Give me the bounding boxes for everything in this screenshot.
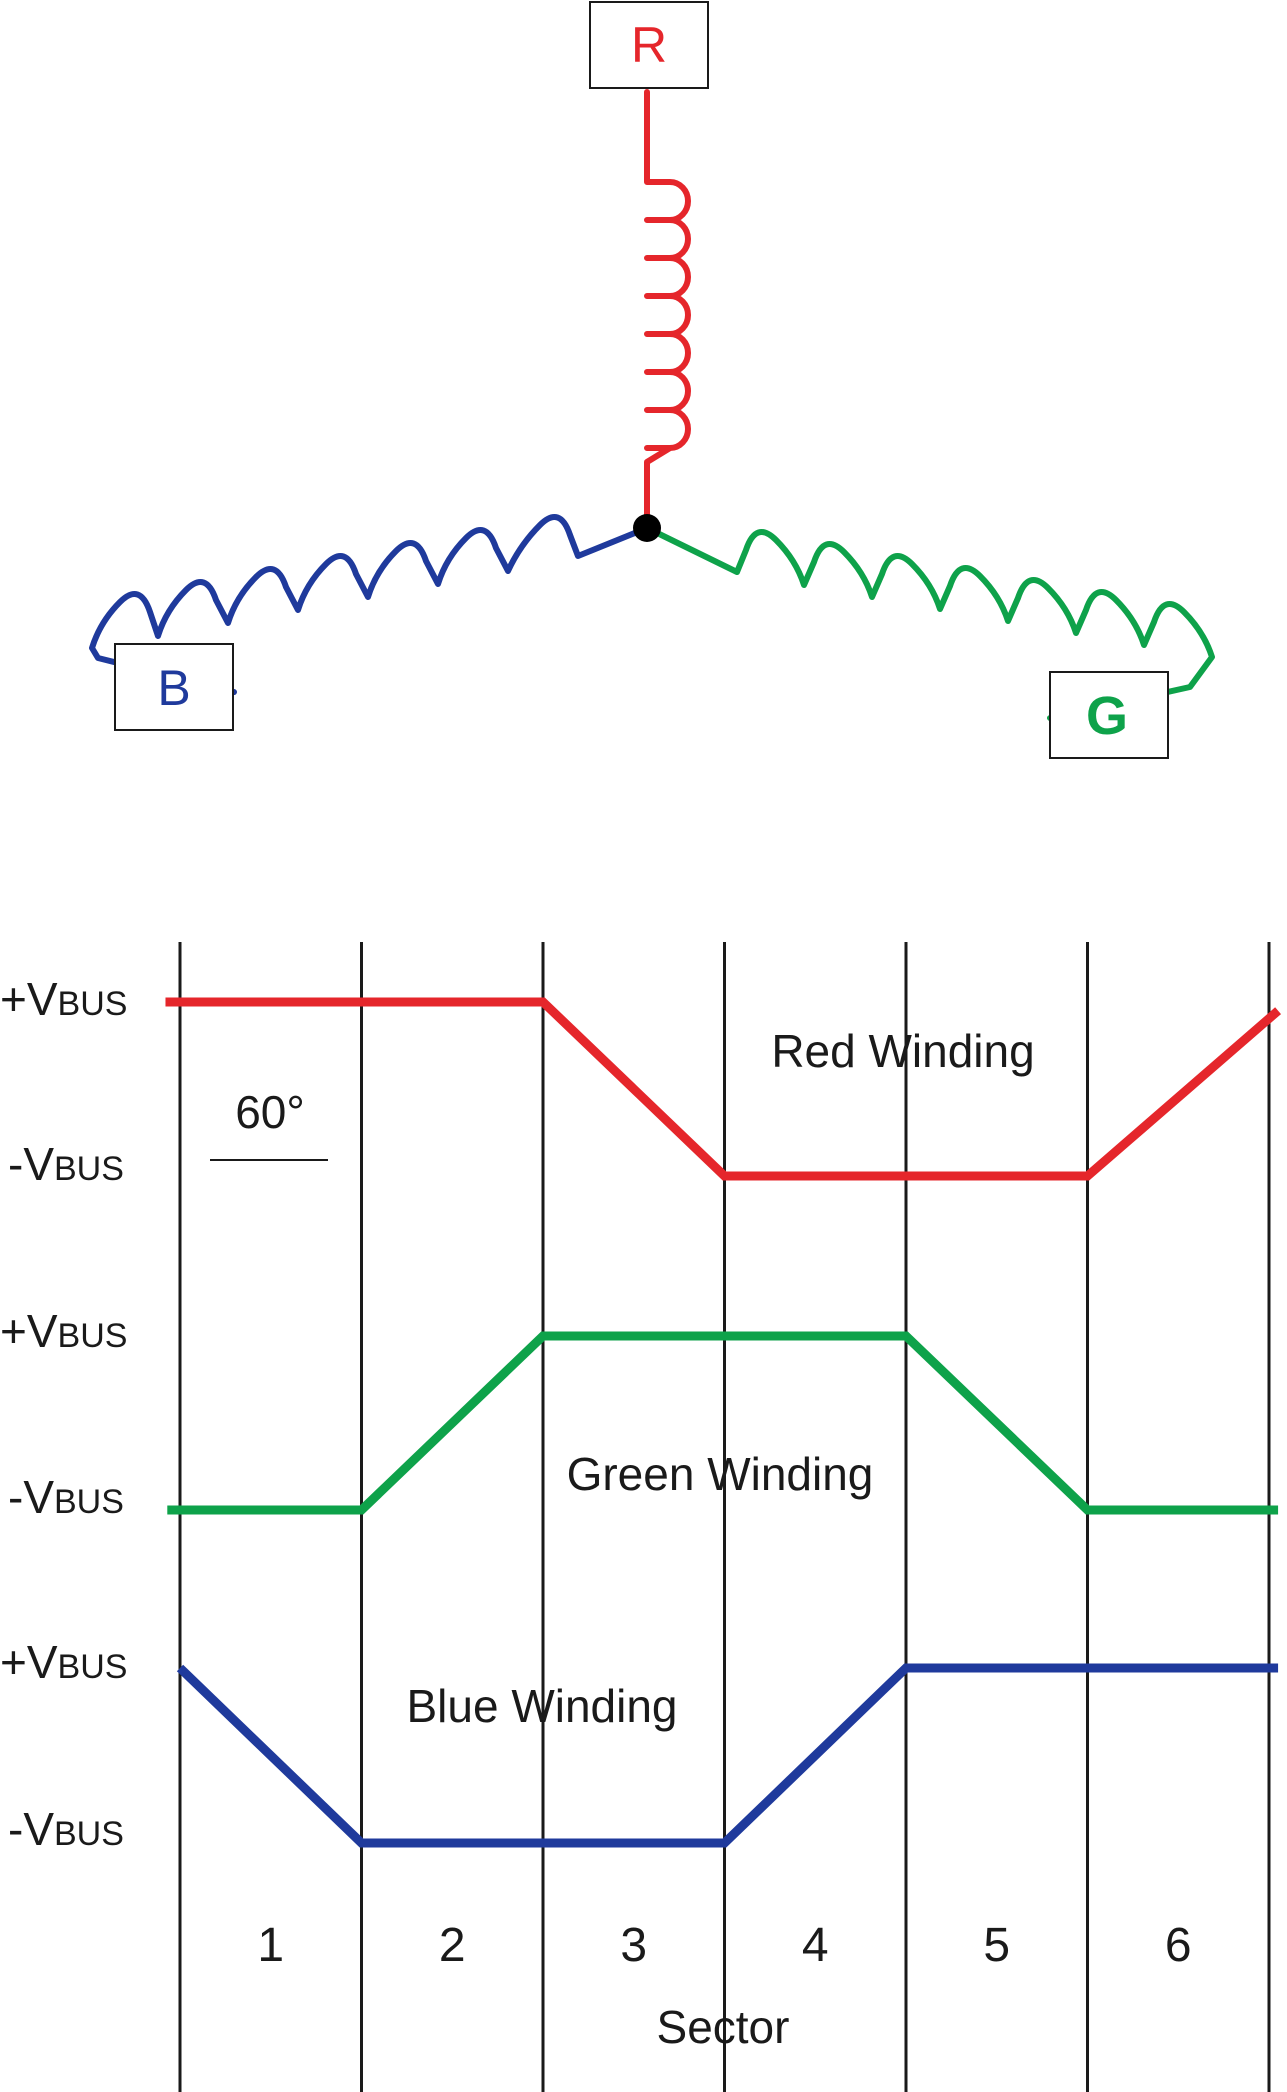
red-winding-coil <box>644 89 691 531</box>
terminal-r: R <box>589 1 709 89</box>
green-winding-coil <box>644 525 1215 721</box>
angle-label: 60° <box>235 1086 305 1138</box>
sector-label-1: 1 <box>257 1919 284 1972</box>
winding-waveforms <box>165 997 1282 1848</box>
sector-dividers <box>178 942 1271 2092</box>
sector-label-6: 6 <box>1165 1919 1192 1972</box>
terminal-g: G <box>1049 671 1169 759</box>
terminal-r-label: R <box>631 17 667 73</box>
terminal-g-label: G <box>1086 686 1128 746</box>
neutral-node <box>633 514 661 542</box>
red-winding-label: Red Winding <box>771 1025 1034 1077</box>
rail-label-blue-plus: +VBUS <box>0 1636 127 1688</box>
rail-labels: +VBUS -VBUS +VBUS -VBUS +VBUS -VBUS <box>0 973 127 1855</box>
rail-label-blue-minus: -VBUS <box>8 1803 124 1855</box>
rail-label-red-plus: +VBUS <box>0 973 127 1025</box>
sector-label-4: 4 <box>802 1919 829 1972</box>
angle-annotation: 60° <box>210 1086 328 1161</box>
rail-label-green-minus: -VBUS <box>8 1471 124 1523</box>
terminal-b-label: B <box>157 660 190 716</box>
sector-label-2: 2 <box>439 1919 466 1972</box>
sector-labels: 1 2 3 4 5 6 <box>257 1919 1191 1972</box>
red-winding-waveform <box>165 997 1282 1181</box>
blue-winding-label: Blue Winding <box>406 1680 677 1732</box>
rail-label-red-minus: -VBUS <box>8 1138 124 1190</box>
blue-winding-waveform <box>176 1663 1279 1848</box>
blue-winding-coil <box>89 514 650 695</box>
rail-label-green-plus: +VBUS <box>0 1305 127 1357</box>
terminal-b: B <box>114 643 234 731</box>
sector-label-3: 3 <box>620 1919 647 1972</box>
sector-label-5: 5 <box>983 1919 1010 1972</box>
wye-schematic: R B G <box>89 1 1215 759</box>
green-winding-waveform <box>167 1331 1279 1515</box>
green-winding-label: Green Winding <box>567 1448 874 1500</box>
x-axis-label: Sector <box>657 2001 790 2053</box>
